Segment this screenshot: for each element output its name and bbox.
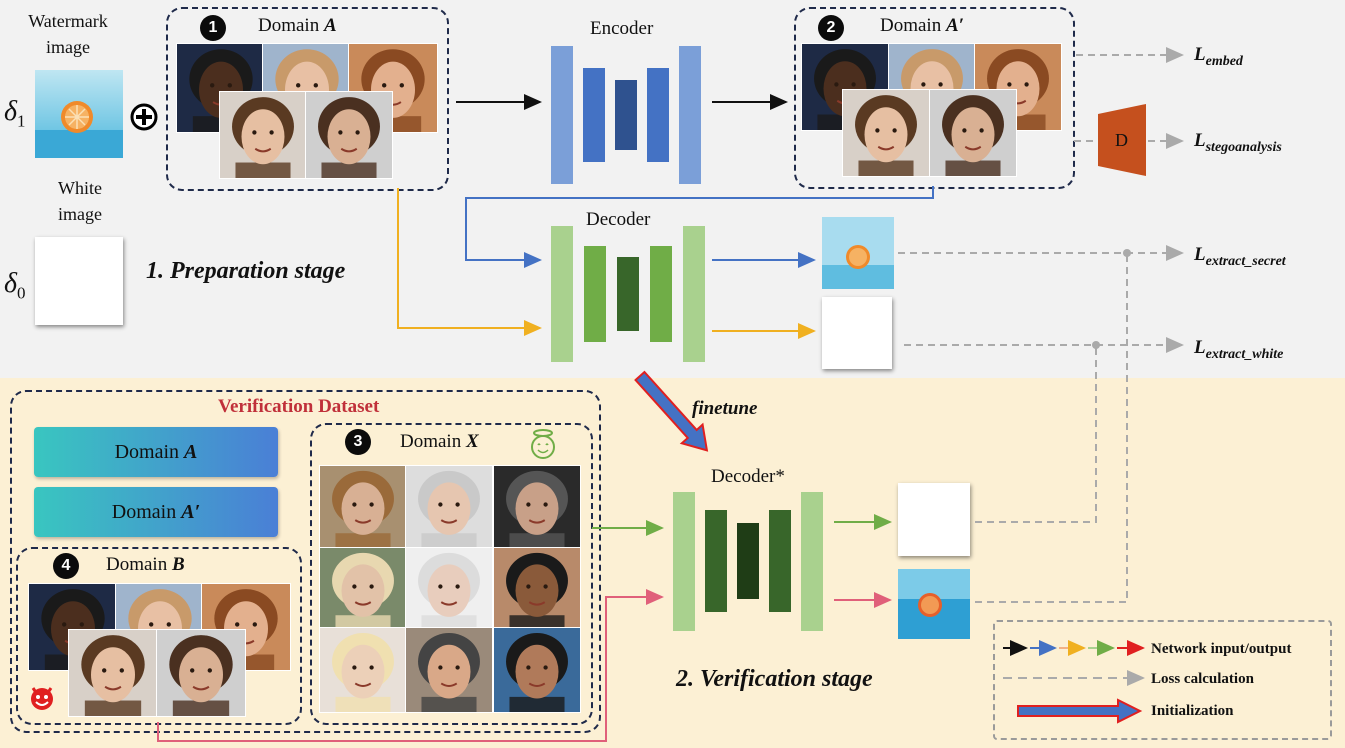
white-image-label: White image — [58, 178, 102, 224]
delta1-symbol: δ1 — [4, 96, 26, 131]
face-thumbnail — [406, 628, 492, 712]
face-thumbnail — [930, 90, 1016, 176]
face-thumbnail — [320, 466, 406, 548]
domain-a-label: Domain A — [258, 15, 337, 36]
decoder-star-block — [670, 490, 828, 633]
loss-extract-white: Lextract_white — [1194, 337, 1284, 362]
face-thumbnail — [406, 548, 492, 630]
face-thumbnail — [406, 466, 492, 548]
finetune-label: finetune — [692, 398, 758, 419]
loss-extract-secret: Lextract_secret — [1194, 244, 1286, 269]
verification-dataset-box — [10, 390, 601, 733]
face-thumbnail — [220, 92, 306, 178]
domain-x-badge: 3 — [345, 429, 371, 455]
legend-initialization: Initialization — [1151, 703, 1234, 719]
domain-b-badge: 4 — [53, 553, 79, 579]
domain-x-label: Domain X — [400, 431, 479, 452]
verification-stage-title: 2. Verification stage — [676, 666, 873, 692]
face-thumbnail — [202, 584, 290, 670]
legend-loss-calc: Loss calculation — [1151, 671, 1254, 687]
encoder-block — [548, 44, 706, 186]
face-thumbnail — [843, 90, 929, 176]
add-operator-icon — [130, 103, 158, 131]
domain-a-badge: 1 — [200, 15, 226, 41]
decoder-block — [548, 224, 708, 364]
verify-white-output — [898, 483, 970, 556]
domain-a-box — [166, 7, 449, 191]
face-thumbnail — [69, 630, 157, 716]
legend-network-io: Network input/output — [1151, 641, 1292, 657]
face-thumbnail — [494, 466, 580, 548]
angel-icon — [528, 428, 558, 460]
verification-dataset-title: Verification Dataset — [218, 396, 380, 417]
loss-embed: Lembed — [1194, 44, 1243, 69]
domain-a-prime-badge: 2 — [818, 15, 844, 41]
decoder-label: Decoder — [586, 209, 651, 230]
loss-stegoanalysis: Lstegoanalysis — [1194, 130, 1282, 155]
domain-a-prime-box — [794, 7, 1075, 189]
face-thumbnail — [320, 548, 406, 630]
domain-b-label: Domain B — [106, 554, 185, 575]
decoder-star-label: Decoder* — [711, 466, 785, 487]
discriminator-label: D — [1115, 130, 1128, 150]
watermark-orange-image — [35, 70, 123, 158]
face-thumbnail — [306, 92, 392, 178]
face-thumbnail — [494, 628, 580, 712]
watermark-image-label: Watermark image — [28, 11, 108, 57]
face-thumbnail — [320, 628, 406, 712]
extracted-white-image — [822, 297, 892, 369]
domain-a-button: Domain A — [34, 427, 278, 477]
verify-secret-output — [898, 569, 970, 639]
discriminator-block — [1098, 104, 1146, 176]
face-thumbnail — [494, 548, 580, 630]
domain-a-prime-button: Domain A′ — [34, 487, 278, 537]
encoder-label: Encoder — [590, 18, 654, 39]
face-thumbnail — [157, 630, 245, 716]
devil-icon — [27, 682, 57, 712]
extracted-secret-image — [822, 217, 894, 289]
domain-x-box — [310, 423, 593, 725]
domain-a-prime-label: Domain A′ — [880, 15, 964, 36]
legend-box — [993, 620, 1332, 740]
preparation-stage-title: 1. Preparation stage — [146, 258, 346, 284]
white-image — [35, 237, 123, 325]
delta0-symbol: δ0 — [4, 268, 26, 303]
